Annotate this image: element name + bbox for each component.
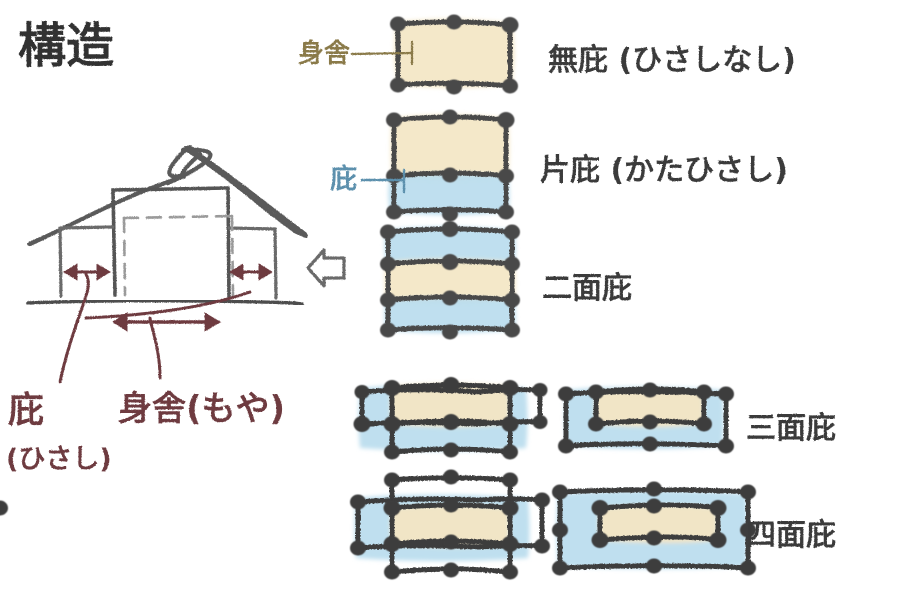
hisashi-left-box bbox=[58, 225, 115, 298]
plan-shimen-title: 四面庇 bbox=[746, 518, 836, 553]
eave-tips bbox=[27, 230, 308, 246]
leader-lines bbox=[58, 272, 252, 384]
plan-label-katahisashi: 片庇 (かたひさし) bbox=[540, 153, 788, 188]
plan-sanmen-hisashi: 三面庇 bbox=[353, 377, 836, 460]
inline-label-hisashi: 庇 bbox=[330, 164, 357, 195]
plan-shimen-a-pillars bbox=[350, 469, 550, 580]
plan-nimen-pillars bbox=[380, 221, 520, 340]
page-title: 構造 bbox=[18, 18, 114, 74]
label-hisashi: 庇 bbox=[8, 390, 44, 431]
plan-label-muhisashi: 無庇 (ひさしなし) bbox=[548, 43, 796, 78]
plan-sanmen-a-pillars bbox=[353, 377, 548, 460]
plan-muhisashi-pillars bbox=[390, 14, 519, 95]
dimension-arrows bbox=[63, 263, 273, 332]
interior-dashed-lines bbox=[122, 214, 235, 298]
label-moya: 身舎(もや) bbox=[118, 389, 285, 429]
plan-label-sanmen: 三面庇 bbox=[746, 411, 836, 446]
plan-katahisashi-inline-label: 庇 bbox=[330, 164, 357, 195]
plan-katahisashi-fill bbox=[388, 114, 510, 215]
plan-sanmen-title: 三面庇 bbox=[746, 411, 836, 446]
plan-katahisashi-title: 片庇 (かたひさし) bbox=[540, 153, 788, 188]
plan-katahisashi: 庇 片庇 (かたひさし) bbox=[330, 109, 788, 222]
plan-shimen-variant-a bbox=[350, 469, 550, 580]
roof-lines-right bbox=[184, 146, 307, 236]
label-hisashi-reading: (ひさし) bbox=[6, 444, 112, 475]
hisashi-right-box bbox=[227, 226, 278, 300]
plan-nimen-title: 二面庇 bbox=[542, 271, 632, 306]
plan-katahisashi-leader bbox=[360, 168, 406, 194]
section-labels: 庇 (ひさし) 身舎(もや) bbox=[6, 389, 285, 475]
plan-sanmen-variant-a bbox=[353, 377, 548, 460]
building-cross-section: 庇 (ひさし) 身舎(もや) bbox=[6, 144, 346, 475]
plan-sanmen-b-pillars bbox=[558, 382, 734, 454]
plan-shimen-hisashi: 四面庇 bbox=[0, 469, 836, 580]
plan-nimen-fill bbox=[384, 226, 516, 333]
page-title-text: 構造 bbox=[18, 18, 114, 74]
plan-sanmen-variant-b bbox=[558, 382, 734, 454]
plan-label-shimen: 四面庇 bbox=[746, 518, 836, 553]
plan-label-nimen: 二面庇 bbox=[542, 271, 632, 306]
ground-line bbox=[26, 299, 304, 306]
plan-muhisashi-title: 無庇 (ひさしなし) bbox=[548, 43, 796, 78]
plan-muhisashi-fill bbox=[394, 19, 515, 88]
plan-sanmen-a-fill bbox=[358, 383, 528, 451]
plan-nimen-hisashi: 二面庇 bbox=[380, 221, 632, 340]
plan-muhisashi: 身舎 無庇 (ひさしなし) bbox=[298, 14, 796, 95]
left-arrow-outline-icon bbox=[306, 248, 346, 288]
plan-muhisashi-inline-label: 身舎 bbox=[298, 38, 350, 69]
plan-shimen-variant-b bbox=[0, 481, 756, 576]
plan-shimen-b-pillars bbox=[0, 481, 756, 576]
moya-box bbox=[111, 186, 231, 299]
plan-muhisashi-leader bbox=[350, 40, 414, 66]
inline-label-moya: 身舎 bbox=[298, 38, 350, 69]
